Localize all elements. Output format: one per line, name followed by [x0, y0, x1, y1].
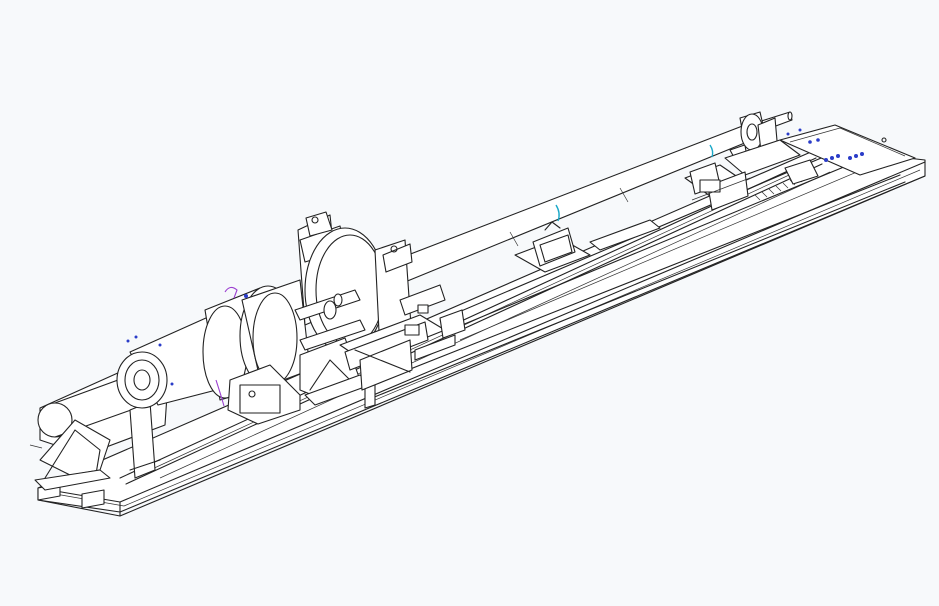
- center-disc-housing: [294, 211, 413, 406]
- base-frame: [37, 124, 926, 517]
- right-bearing-stand: [724, 111, 801, 176]
- carriage-right: [684, 162, 751, 211]
- slide-table: [339, 284, 466, 391]
- bolt-holes: [786, 128, 864, 162]
- left-cylinder-housing: [29, 279, 311, 491]
- carriage-middle: [514, 219, 661, 273]
